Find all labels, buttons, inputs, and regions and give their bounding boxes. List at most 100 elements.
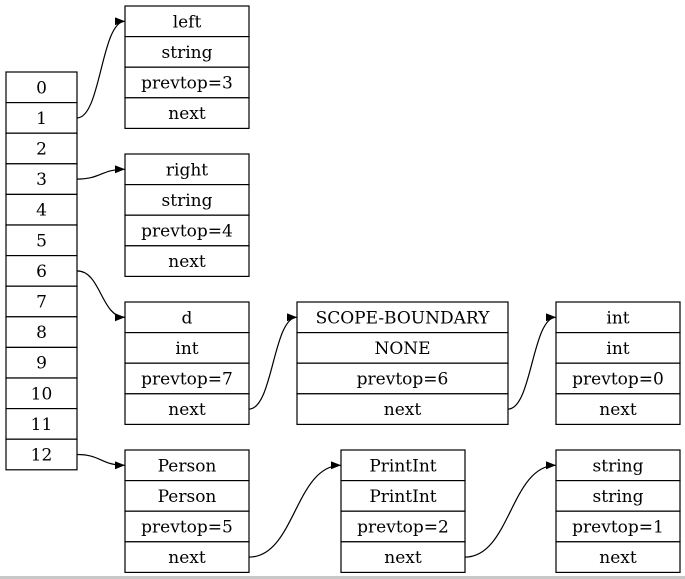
node-type-cell: [555, 480, 681, 512]
node-records: leftstringprevtop=3nextrightstringprevto…: [124, 5, 681, 573]
node-name-label: left: [173, 12, 202, 32]
stack-slot-label: 4: [36, 201, 47, 221]
node-prevtop-cell: [124, 66, 250, 99]
stack-slot-6: 6: [5, 255, 78, 287]
stack-slot-label: 0: [36, 78, 47, 98]
node-name-cell: [124, 5, 250, 38]
node-prevtop-label: prevtop=6: [357, 370, 449, 390]
stack-slot-9: 9: [5, 346, 78, 379]
arrow-stack-6-to-d: [76, 270, 126, 322]
node-scope-boundary: SCOPE-BOUNDARY NONE prevtop=6 next: [296, 301, 509, 425]
stack-slot-label: 1: [36, 109, 47, 129]
stack-slot-5: 5: [5, 224, 78, 257]
stack-slot-label: 9: [36, 354, 47, 374]
stack-slot-10: 10: [5, 377, 78, 410]
node-type-label: PrintInt: [369, 487, 436, 507]
node-next-cell: [296, 393, 509, 425]
node-type-label: string: [162, 43, 213, 63]
node-next-label: next: [384, 400, 422, 420]
stack-slot-12: 12: [5, 438, 78, 471]
node-next-cell: [555, 541, 681, 573]
stack-slot-0: 0: [5, 71, 78, 104]
node-prevtop-label: prevtop=7: [141, 370, 233, 390]
node-type-cell: [555, 332, 681, 364]
node-next-cell: [340, 541, 466, 573]
stack-slot-label: 7: [36, 293, 47, 313]
stack-slot-11: 11: [5, 408, 78, 440]
node-name-cell: [296, 301, 509, 334]
node-prevtop-cell: [124, 362, 250, 395]
node-prevtop-cell: [124, 510, 250, 543]
stack-slot-label: 12: [31, 446, 53, 466]
node-type-label: Person: [158, 487, 217, 507]
node-name-cell: [124, 301, 250, 334]
arrow-person-next-to-printint: [248, 461, 342, 558]
node-prevtop-cell: [340, 510, 466, 543]
stack-slot-1: 1: [5, 101, 78, 134]
node-next-label: next: [168, 252, 206, 272]
node-d: d int prevtop=7 next: [124, 301, 250, 425]
node-prevtop-label: prevtop=5: [141, 518, 233, 538]
pointer-arrows: [76, 17, 557, 558]
arrow-d-next-to-scope-boundary: [248, 313, 298, 410]
stack-slot-label: 2: [36, 140, 47, 160]
node-int: int int prevtop=0 next: [555, 301, 681, 425]
node-next-cell: [124, 393, 250, 425]
node-prevtop-label: prevtop=2: [357, 518, 449, 538]
node-right: right string prevtop=4 next: [124, 153, 250, 278]
arrow-printint-next-to-string: [464, 461, 557, 558]
arrow-stack-12-to-person: [76, 453, 126, 470]
node-next-cell: [124, 245, 250, 278]
arrow-stack-3-to-right: [76, 165, 126, 180]
stack-slot-8: 8: [5, 316, 78, 348]
arrow-stack-1-to-left: [76, 17, 126, 119]
node-prevtop-label: prevtop=4: [141, 222, 233, 242]
node-next-label: next: [168, 548, 206, 568]
stack-slot-2: 2: [5, 132, 78, 165]
stack-slot-label: 10: [31, 384, 53, 404]
stack-slot-label: 5: [36, 231, 47, 251]
stack-slot-label: 8: [36, 323, 47, 343]
bottom-border: [0, 576, 685, 579]
node-type-cell: [124, 184, 250, 216]
node-prevtop-label: prevtop=1: [572, 518, 664, 538]
node-next-cell: [555, 393, 681, 425]
node-type-label: string: [593, 487, 644, 507]
node-name-cell: [555, 301, 681, 334]
node-next-label: next: [384, 548, 422, 568]
node-prevtop-cell: [296, 362, 509, 395]
node-next-cell: [124, 97, 250, 130]
node-name-cell: [555, 449, 681, 482]
node-name-label: right: [166, 160, 208, 180]
node-next-label: next: [168, 400, 206, 420]
node-next-label: next: [599, 400, 637, 420]
node-name-label: Person: [158, 456, 217, 476]
node-next-label: next: [168, 104, 206, 124]
node-type-label: int: [606, 339, 629, 359]
node-type-label: int: [175, 339, 198, 359]
stack-slot-label: 11: [31, 415, 53, 435]
stack-slot-label: 6: [36, 262, 47, 282]
stack-slot-4: 4: [5, 193, 78, 226]
node-type-cell: [296, 332, 509, 364]
node-type-label: NONE: [374, 339, 430, 359]
node-name-label: SCOPE-BOUNDARY: [316, 308, 491, 328]
node-next-cell: [124, 541, 250, 573]
node-name-label: int: [606, 308, 629, 328]
node-string: string string prevtop=1 next: [555, 449, 681, 573]
node-prevtop-cell: [555, 510, 681, 543]
node-prevtop-cell: [124, 214, 250, 247]
node-name-label: d: [182, 308, 193, 328]
node-next-label: next: [599, 548, 637, 568]
node-type-label: string: [162, 191, 213, 211]
stack-slot-3: 3: [5, 163, 78, 196]
stack-slot-7: 7: [5, 285, 78, 318]
node-prevtop-label: prevtop=0: [572, 370, 664, 390]
node-name-label: string: [593, 456, 644, 476]
node-type-cell: [124, 332, 250, 364]
